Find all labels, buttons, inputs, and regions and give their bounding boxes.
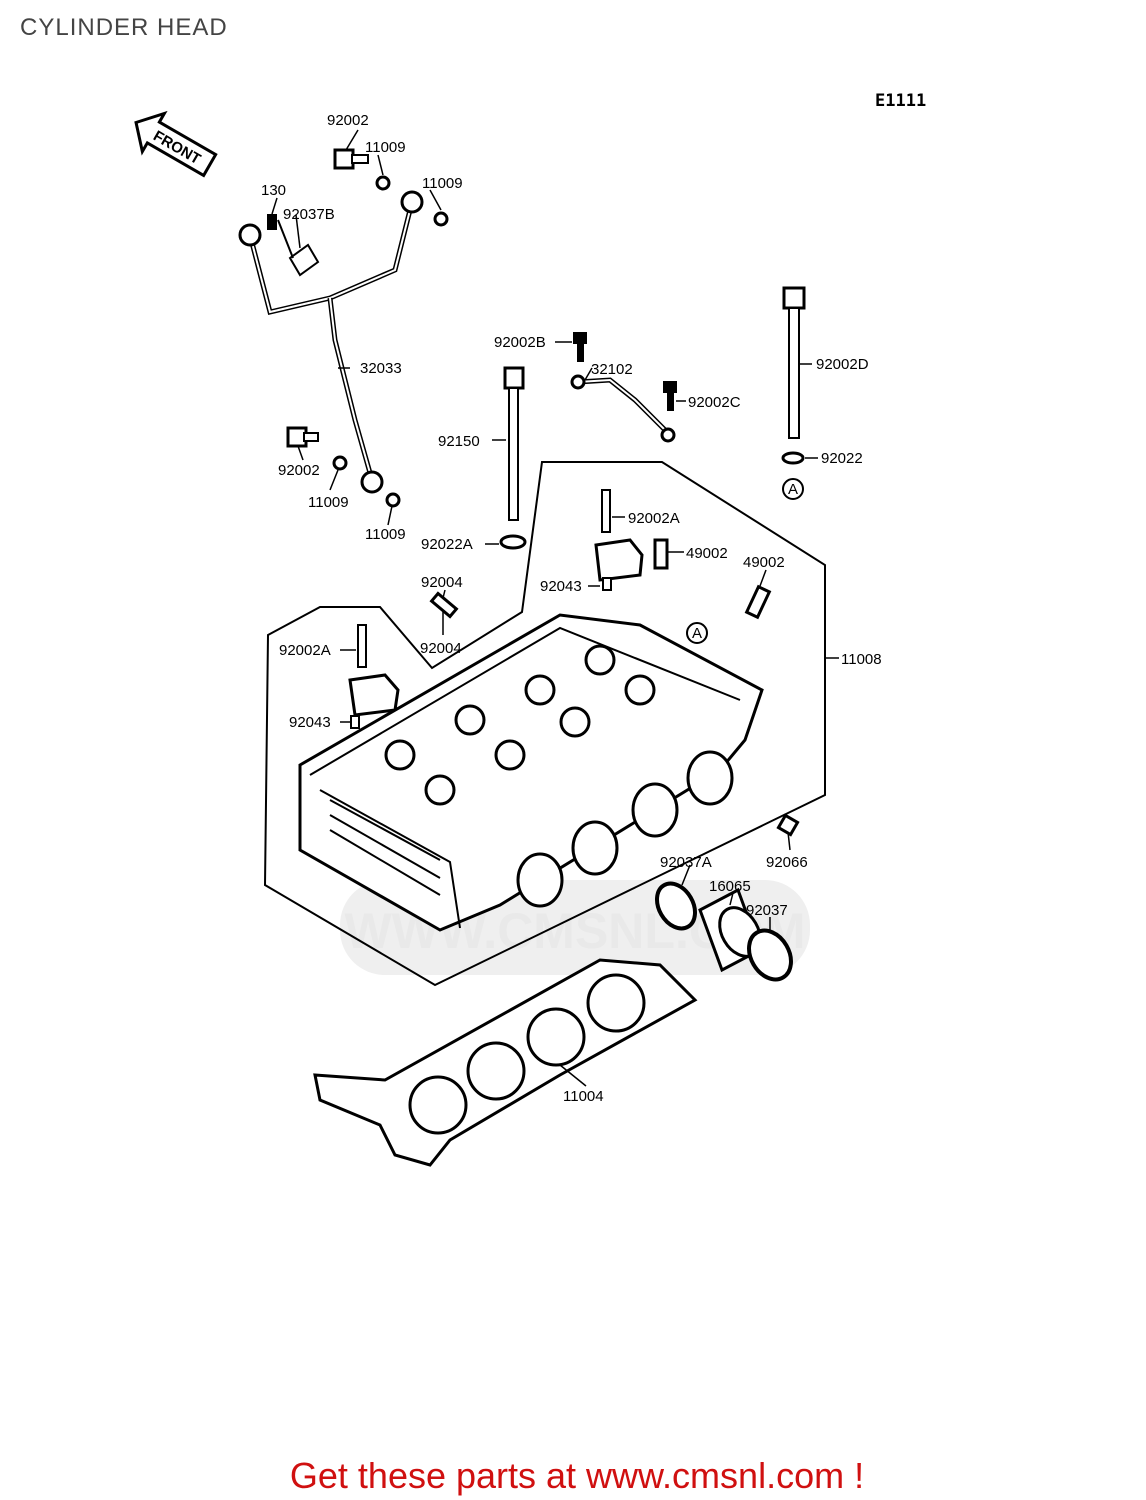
plug-49002-a <box>653 538 669 570</box>
part-label-92002-top: 92002 <box>327 112 369 129</box>
part-label-92022A: 92022A <box>421 536 473 553</box>
part-label-92037: 92037 <box>746 902 788 919</box>
dowel-92004 <box>429 591 459 619</box>
part-label-11009-c: 11009 <box>308 494 349 511</box>
washer-11009-a <box>375 175 391 191</box>
part-label-92002B: 92002B <box>494 334 546 351</box>
part-label-92037B: 92037B <box>283 206 335 223</box>
washer-11009-d <box>385 492 401 508</box>
part-label-32102: 32102 <box>591 361 633 378</box>
stud-92150 <box>499 366 527 550</box>
part-label-11008: 11008 <box>841 651 882 668</box>
head-gasket-11004 <box>313 958 698 1167</box>
part-label-92066: 92066 <box>766 854 808 871</box>
oil-pipe-32033 <box>238 190 424 494</box>
marker-a-head-label: A <box>692 625 702 642</box>
part-label-92150: 92150 <box>438 433 480 450</box>
front-arrow-icon: FRONT <box>134 110 218 178</box>
washer-11009-c <box>332 455 348 471</box>
marker-a-right <box>782 478 804 500</box>
part-label-92043-right: 92043 <box>540 578 582 595</box>
cylinder-head <box>298 613 764 932</box>
footer-link[interactable]: Get these parts at www.cmsnl.com ! <box>0 1455 1146 1497</box>
marker-a-head <box>686 622 708 644</box>
stud-92002D <box>781 286 806 465</box>
clamp-92037A <box>655 881 697 931</box>
bolt-92002C <box>663 381 677 411</box>
part-label-130: 130 <box>261 182 286 199</box>
part-label-16065: 16065 <box>709 878 751 895</box>
part-labels: 92002 11009 11009 130 92037B 32033 92002… <box>261 112 882 1105</box>
screw-130 <box>267 214 277 230</box>
part-label-92002A-left: 92002A <box>279 642 331 659</box>
banjo-bolt-92002-mid <box>286 426 319 448</box>
part-label-32033: 32033 <box>360 360 402 377</box>
part-label-92037A: 92037A <box>660 854 712 871</box>
part-label-49002-b: 49002 <box>743 554 785 571</box>
part-label-92043-left: 92043 <box>289 714 331 731</box>
leader-lines <box>271 129 839 1087</box>
part-label-11009-a: 11009 <box>365 139 406 156</box>
cam-cap-right <box>594 489 644 591</box>
diagram-code: E1111 <box>875 91 926 111</box>
plug-49002-b <box>744 584 772 620</box>
washer-11009-b <box>433 211 449 227</box>
part-label-92004-a: 92004 <box>421 574 463 591</box>
part-label-11004: 11004 <box>563 1088 604 1105</box>
marker-a-right-label: A <box>788 481 798 498</box>
part-label-11009-d: 11009 <box>365 526 406 543</box>
banjo-bolt-92002-top <box>333 148 369 170</box>
part-label-11009-b: 11009 <box>422 175 463 192</box>
footer-text[interactable]: Get these parts at www.cmsnl.com ! <box>289 1455 865 1496</box>
cam-cap-left <box>348 624 400 729</box>
part-label-49002-a: 49002 <box>686 545 728 562</box>
plug-92066 <box>776 813 800 837</box>
part-label-92022: 92022 <box>821 450 863 467</box>
pipe-32102 <box>570 374 676 443</box>
page-title: CYLINDER HEAD <box>20 14 228 41</box>
part-label-92002A-right: 92002A <box>628 510 680 527</box>
part-label-92004-b: 92004 <box>420 640 462 657</box>
assembly-outline-11008 <box>263 461 826 987</box>
part-label-92002C: 92002C <box>688 394 741 411</box>
part-label-92002D: 92002D <box>816 356 869 373</box>
part-label-92002-mid: 92002 <box>278 462 320 479</box>
clamp-92037 <box>747 928 793 982</box>
bolt-92002B <box>573 332 587 362</box>
